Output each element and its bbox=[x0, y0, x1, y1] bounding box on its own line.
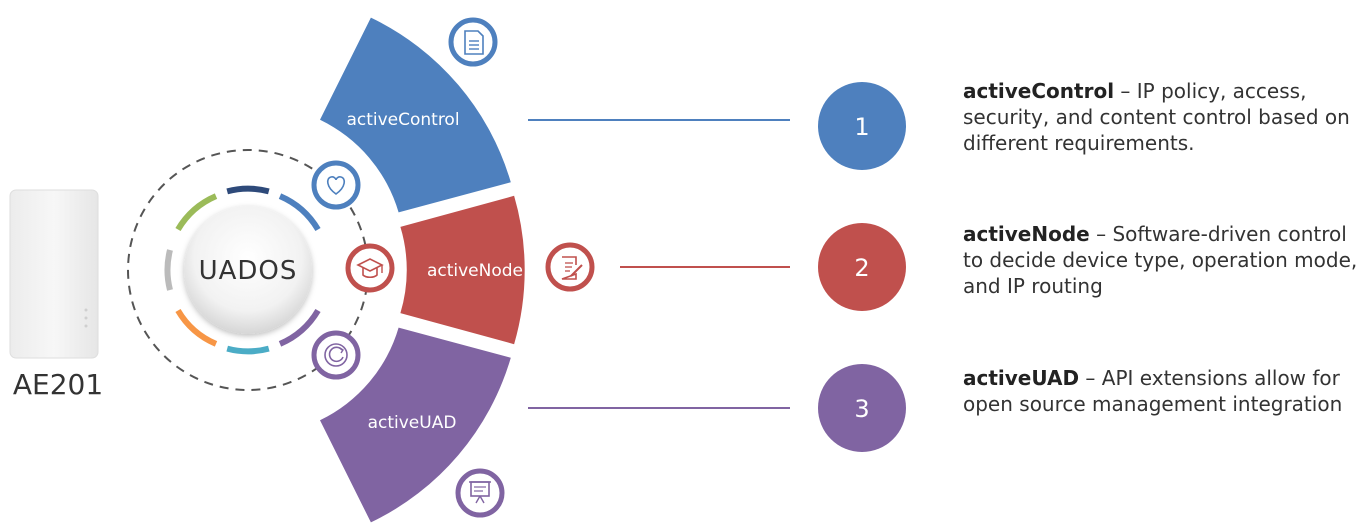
step-1-description: activeControl – IP policy, access, secur… bbox=[963, 78, 1363, 156]
device-image bbox=[9, 189, 99, 359]
segment-active-control: activeControl bbox=[320, 17, 511, 213]
uados-hub: UADOS bbox=[184, 206, 312, 334]
step-1-text: – IP policy, access, security, and conte… bbox=[963, 79, 1350, 155]
step-3-title: activeUAD bbox=[963, 366, 1080, 390]
step-1-title: activeControl bbox=[963, 79, 1115, 103]
segment-label-active-uad: activeUAD bbox=[368, 413, 457, 433]
step-1-badge: 1 bbox=[818, 82, 906, 170]
device-label: AE201 bbox=[13, 368, 103, 401]
step-3-description: activeUAD – API extensions allow for ope… bbox=[963, 365, 1363, 417]
step-1-number: 1 bbox=[854, 113, 869, 141]
document-icon bbox=[448, 17, 498, 67]
step-3-number: 3 bbox=[854, 395, 869, 423]
segment-active-uad: activeUAD bbox=[320, 327, 511, 523]
step-2-text: – Software-driven control to decide devi… bbox=[963, 222, 1358, 298]
step-2-title: activeNode bbox=[963, 222, 1090, 246]
edit-document-icon bbox=[545, 242, 595, 292]
segment-label-active-node: activeNode bbox=[427, 261, 523, 281]
hub-logo-text: UADOS bbox=[199, 256, 298, 286]
segment-active-node: activeNode bbox=[400, 195, 525, 345]
step-2-description: activeNode – Software-driven control to … bbox=[963, 221, 1363, 299]
graduation-cap-icon bbox=[345, 243, 395, 293]
segment-label-active-control: activeControl bbox=[346, 110, 459, 130]
step-3-badge: 3 bbox=[818, 364, 906, 452]
step-2-badge: 2 bbox=[818, 223, 906, 311]
step-3-text: – API extensions allow for open source m… bbox=[963, 366, 1343, 416]
hub-color-ring bbox=[164, 185, 321, 355]
step-2-number: 2 bbox=[854, 254, 869, 282]
presentation-icon bbox=[455, 468, 505, 518]
device-ae201: AE201 bbox=[9, 189, 103, 401]
heart-icon bbox=[311, 160, 361, 210]
refresh-icon bbox=[311, 330, 361, 380]
